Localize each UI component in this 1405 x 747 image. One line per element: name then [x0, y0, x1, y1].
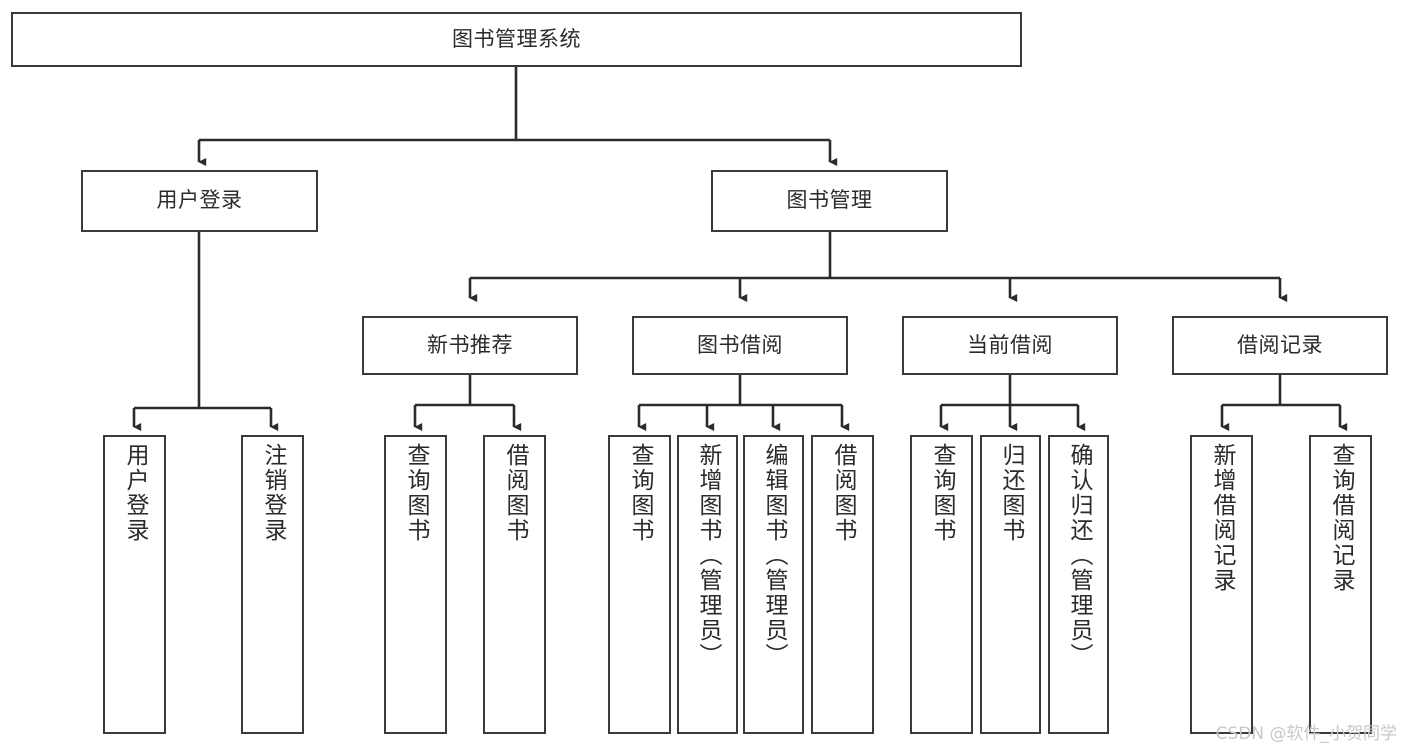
node-label: 查询图书	[627, 443, 653, 543]
node-current-borrowing[interactable]: 当前借阅	[902, 316, 1118, 375]
node-label: 当前借阅	[967, 332, 1053, 357]
leaf-current-return-books[interactable]: 归还图书	[980, 435, 1041, 734]
node-label: 新增图书（管理员）	[695, 443, 721, 668]
leaf-records-add-record[interactable]: 新增借阅记录	[1190, 435, 1253, 734]
node-label: 图书管理系统	[452, 26, 581, 51]
node-label: 借阅图书	[502, 443, 528, 543]
leaf-new-book-borrow-books[interactable]: 借阅图书	[483, 435, 546, 734]
node-borrowing-records[interactable]: 借阅记录	[1172, 316, 1388, 375]
watermark-text: CSDN @软件_小贺同学	[1215, 724, 1397, 744]
leaf-user-login-signin[interactable]: 用户登录	[103, 435, 166, 734]
node-label: 借阅图书	[830, 443, 856, 543]
node-user-login[interactable]: 用户登录	[81, 170, 318, 232]
node-book-management[interactable]: 图书管理	[711, 170, 948, 232]
node-label: 图书借阅	[697, 332, 783, 357]
node-label: 新书推荐	[427, 332, 513, 357]
leaf-borrow-add-book-admin[interactable]: 新增图书（管理员）	[677, 435, 738, 734]
leaf-current-query-books[interactable]: 查询图书	[910, 435, 973, 734]
leaf-borrow-query-books[interactable]: 查询图书	[608, 435, 671, 734]
node-label: 用户登录	[122, 443, 148, 543]
node-root-book-management-system[interactable]: 图书管理系统	[11, 12, 1022, 67]
leaf-borrow-borrow-books[interactable]: 借阅图书	[811, 435, 874, 734]
node-new-book-recommendation[interactable]: 新书推荐	[362, 316, 578, 375]
node-label: 图书管理	[786, 188, 873, 213]
leaf-borrow-edit-book-admin[interactable]: 编辑图书（管理员）	[743, 435, 804, 734]
node-book-borrowing[interactable]: 图书借阅	[632, 316, 848, 375]
node-label: 查询图书	[929, 443, 955, 543]
node-label: 新增借阅记录	[1209, 443, 1235, 593]
leaf-current-confirm-return-admin[interactable]: 确认归还（管理员）	[1048, 435, 1109, 734]
node-label: 用户登录	[156, 188, 243, 213]
node-label: 借阅记录	[1237, 332, 1323, 357]
node-label: 归还图书	[998, 443, 1024, 543]
node-label: 注销登录	[260, 443, 286, 543]
node-label: 查询图书	[403, 443, 429, 543]
leaf-new-book-query-books[interactable]: 查询图书	[384, 435, 447, 734]
node-label: 确认归还（管理员）	[1066, 443, 1092, 668]
leaf-records-query-record[interactable]: 查询借阅记录	[1309, 435, 1372, 734]
node-label: 查询借阅记录	[1328, 443, 1354, 593]
leaf-user-login-logout[interactable]: 注销登录	[241, 435, 304, 734]
node-label: 编辑图书（管理员）	[761, 443, 787, 668]
